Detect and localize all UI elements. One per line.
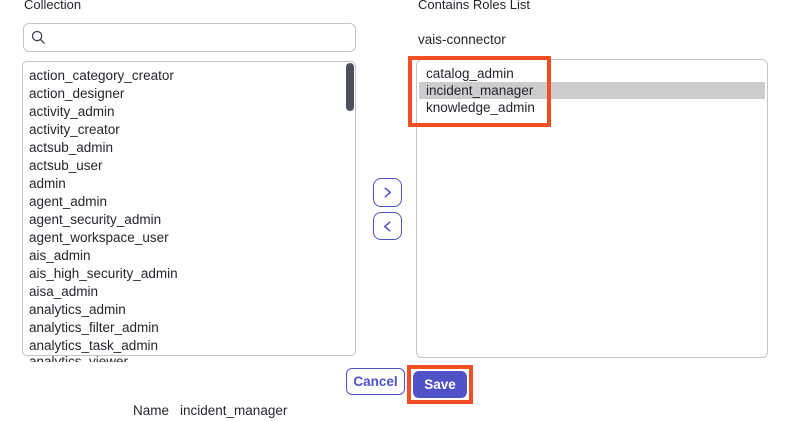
collection-role-option[interactable]: action_designer: [29, 86, 125, 101]
collection-role-option[interactable]: analytics_task_admin: [29, 338, 159, 353]
add-role-button[interactable]: [373, 178, 402, 207]
collection-role-option[interactable]: agent_admin: [29, 194, 108, 209]
collection-role-option[interactable]: ais_admin: [29, 248, 91, 263]
collection-role-option[interactable]: agent_security_admin: [29, 212, 162, 227]
collection-role-option[interactable]: admin: [29, 176, 66, 191]
collection-role-option[interactable]: activity_admin: [29, 104, 115, 119]
collection-search-box: [23, 23, 356, 52]
collection-role-option[interactable]: action_category_creator: [29, 68, 174, 83]
name-label: Name: [133, 403, 170, 418]
contains-roles-label: Contains Roles List: [418, 0, 530, 12]
collection-label: Collection: [24, 0, 82, 12]
collection-role-option-clipped[interactable]: analytics_viewer: [29, 354, 129, 362]
collection-role-option[interactable]: actsub_user: [29, 158, 103, 173]
chevron-left-icon: [383, 220, 391, 232]
name-row: Name incident_manager: [133, 403, 287, 418]
remove-role-button[interactable]: [373, 212, 402, 240]
collection-role-option[interactable]: analytics_filter_admin: [29, 320, 159, 335]
collection-role-option[interactable]: agent_workspace_user: [29, 230, 169, 245]
collection-role-option[interactable]: aisa_admin: [29, 284, 99, 299]
save-button[interactable]: Save: [413, 371, 467, 398]
collection-role-option[interactable]: ais_high_security_admin: [29, 266, 178, 281]
chevron-right-icon: [384, 187, 392, 198]
collection-role-option[interactable]: analytics_admin: [29, 302, 126, 317]
cancel-button[interactable]: Cancel: [346, 368, 405, 395]
collection-role-option[interactable]: activity_creator: [29, 122, 120, 137]
collection-search-input[interactable]: [52, 29, 348, 46]
group-name: vais-connector: [418, 32, 506, 47]
contains-role-option[interactable]: knowledge_admin: [426, 100, 535, 115]
collection-role-option[interactable]: actsub_admin: [29, 140, 114, 155]
contains-role-option[interactable]: catalog_admin: [426, 66, 514, 81]
name-value: incident_manager: [180, 403, 288, 418]
contains-role-option[interactable]: incident_manager: [419, 82, 765, 99]
scrollbar-thumb[interactable]: [346, 63, 354, 111]
search-icon: [31, 30, 45, 44]
